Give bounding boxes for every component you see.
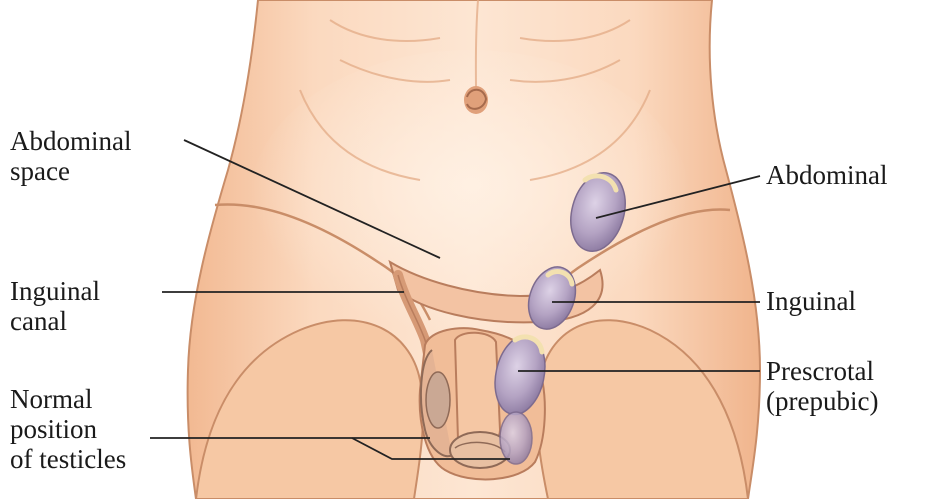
label-abdominal: Abdominal	[766, 160, 888, 190]
label-prescrotal: Prescrotal (prepubic)	[766, 356, 878, 416]
label-inguinal-canal: Inguinal canal	[10, 276, 100, 336]
label-normal-position: Normal position of testicles	[10, 384, 126, 474]
label-inguinal: Inguinal	[766, 286, 856, 316]
testicle-scrotal-partial	[500, 412, 532, 464]
penis	[455, 333, 500, 447]
label-abdominal-space: Abdominal space	[10, 126, 132, 186]
navel	[464, 86, 488, 114]
